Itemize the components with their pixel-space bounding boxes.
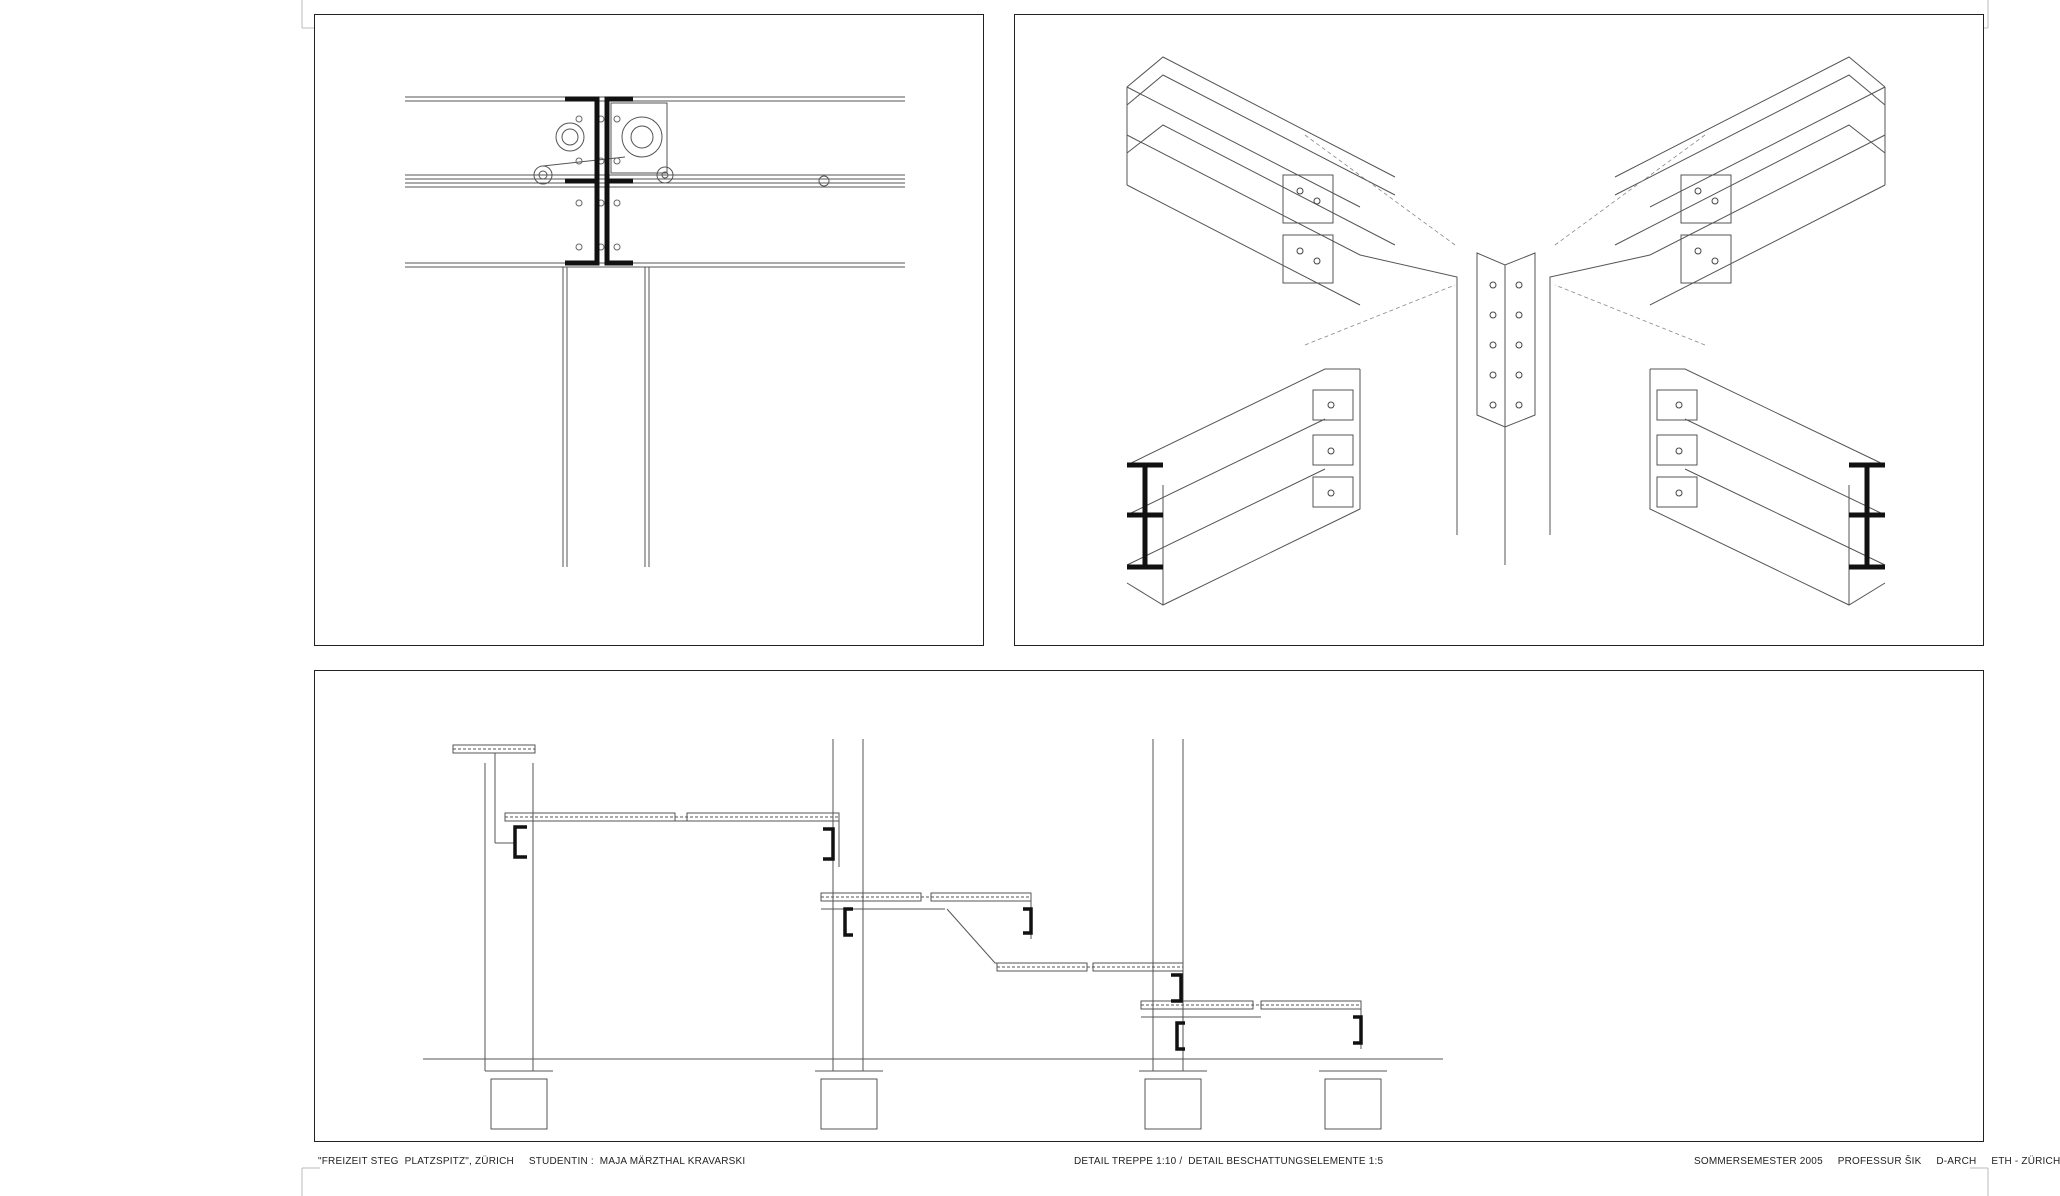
panel-elevation-detail	[314, 14, 984, 646]
footer-drawing-title: DETAIL TREPPE 1:10 / DETAIL BESCHATTUNGS…	[1074, 1156, 1384, 1167]
footer-project-title: "FREIZEIT STEG PLATZSPITZ", ZÜRICH STUDE…	[318, 1156, 746, 1167]
panel-isometric-detail	[1014, 14, 1984, 646]
elevation-detail-drawing	[405, 96, 905, 567]
stair-section-drawing	[423, 739, 1443, 1130]
footer-semester-info: SOMMERSEMESTER 2005 PROFESSUR ŠIK D-ARCH…	[1694, 1156, 2060, 1167]
panel-stair-section	[314, 670, 1984, 1142]
isometric-detail-drawing	[1126, 56, 1886, 606]
drawing-sheet: "FREIZEIT STEG PLATZSPITZ", ZÜRICH STUDE…	[301, 0, 2060, 1196]
